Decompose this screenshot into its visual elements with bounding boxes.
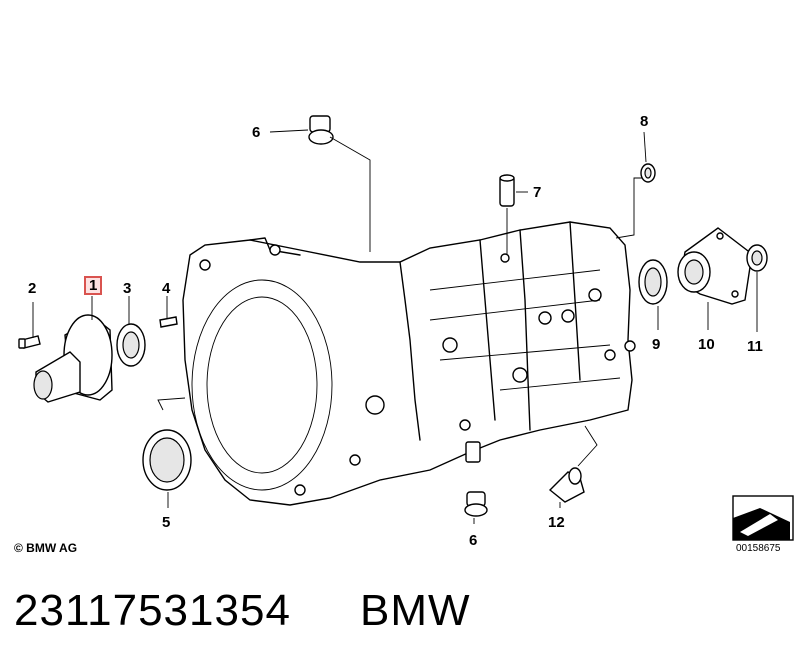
- leader-lines: [32, 129, 758, 524]
- guide-sleeve-part-1: [33, 314, 113, 403]
- callout-9[interactable]: 9: [652, 336, 661, 353]
- output-flange-part-10: [677, 227, 753, 305]
- shaft-seal-part-9: [638, 259, 668, 305]
- part-number: 23117531354: [14, 586, 291, 635]
- sensor-part-12: [548, 467, 585, 503]
- callout-6-top[interactable]: 6: [252, 124, 261, 141]
- callout-3[interactable]: 3: [123, 280, 132, 297]
- callout-1-highlighted[interactable]: 1: [84, 276, 103, 295]
- diagram-code: 00158675: [736, 543, 781, 554]
- screw-plug-top-part-6: [308, 115, 334, 145]
- copyright-notice: © BMW AG: [14, 541, 78, 555]
- screw-plug-bottom-part-6: [464, 491, 488, 517]
- sleeve-part-7: [499, 174, 515, 207]
- callout-8[interactable]: 8: [640, 113, 649, 130]
- cover-plug-part-5: [142, 429, 192, 491]
- shaft-seal-part-3: [116, 323, 146, 367]
- sealing-ring-part-8: [640, 163, 656, 183]
- callout-12[interactable]: 12: [548, 514, 565, 531]
- callout-5[interactable]: 5: [162, 514, 171, 531]
- transmission-housing: [182, 221, 636, 506]
- brand-name: BMW: [360, 586, 471, 635]
- callout-4[interactable]: 4: [162, 280, 171, 297]
- callout-11[interactable]: 11: [747, 338, 763, 355]
- callout-2[interactable]: 2: [28, 280, 37, 297]
- callout-10[interactable]: 10: [698, 336, 715, 353]
- collar-nut-part-11: [746, 244, 768, 272]
- screw-part-2: [18, 335, 41, 349]
- dowel-pin-part-4: [159, 316, 178, 328]
- reference-arrow-icon: [732, 495, 794, 541]
- callout-6-bottom[interactable]: 6: [469, 532, 478, 549]
- callout-7[interactable]: 7: [533, 184, 542, 201]
